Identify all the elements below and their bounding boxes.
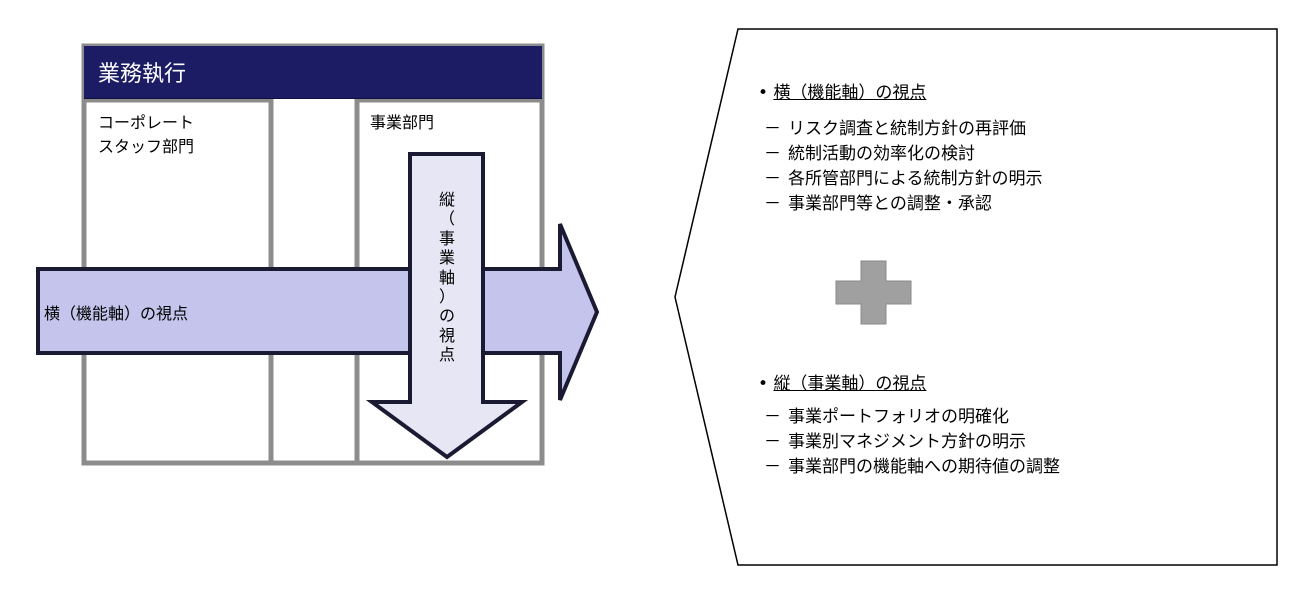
header-bar [84, 46, 542, 99]
vertical-label-char: 業 [438, 248, 455, 268]
corporate-staff-label: コーポレート スタッフ部門 [98, 111, 194, 159]
list-item-text: リスク調査と統制方針の再評価 [788, 119, 1026, 139]
vertical-arrow-label: 縦 （ 事 業 軸 ） の 視 点 [435, 190, 459, 365]
section-list-vertical: － 事業ポートフォリオの明確化 － 事業別マネジメント方針の明示 － 事業部門の機能軸… [764, 405, 1060, 480]
corporate-staff-label-line2: スタッフ部門 [98, 137, 195, 156]
vertical-label-char: 事 [438, 228, 455, 248]
list-item: － 事業別マネジメント方針の明示 [764, 430, 1060, 455]
horizontal-arrow [36, 223, 600, 401]
list-item-text: 事業ポートフォリオの明確化 [788, 407, 1009, 427]
dash: － [764, 432, 781, 452]
list-item-text: 事業部門等との調整・承認 [788, 194, 992, 214]
section-title-horizontal: • 横（機能軸）の視点 [758, 78, 926, 103]
vertical-label-char: 視 [438, 325, 455, 345]
section-list-horizontal: － リスク調査と統制方針の再評価 － 統制活動の効率化の検討 － 各所管部門による統制… [764, 117, 1043, 217]
corporate-staff-label-line1: コーポレート [98, 113, 195, 132]
dash: － [764, 169, 781, 189]
vertical-label-char: 縦 [438, 190, 455, 209]
list-item: － 各所管部門による統制方針の明示 [764, 167, 1043, 192]
plus-icon [835, 260, 912, 325]
header-title: 業務執行 [98, 62, 187, 87]
vertical-label-char: （ [438, 209, 455, 229]
list-item: － 事業部門の機能軸への期待値の調整 [764, 455, 1060, 480]
dash: － [764, 119, 781, 139]
left-diagram-graphics [36, 43, 600, 466]
vertical-label-char: 軸 [438, 267, 455, 287]
list-item-text: 事業別マネジメント方針の明示 [788, 432, 1026, 452]
dash: － [764, 457, 781, 477]
list-item-text: 統制活動の効率化の検討 [788, 144, 975, 164]
vertical-arrow [365, 152, 529, 460]
callout-shape [674, 28, 1278, 566]
business-department-label: 事業部門 [370, 113, 435, 132]
dash: － [764, 144, 781, 164]
list-item-text: 事業部門の機能軸への期待値の調整 [788, 457, 1060, 477]
list-item-text: 各所管部門による統制方針の明示 [788, 169, 1043, 189]
dash: － [764, 194, 781, 214]
section-title-vertical-text: 縦（事業軸）の視点 [773, 374, 927, 394]
bullet: • [758, 83, 769, 103]
bullet: • [758, 374, 769, 394]
section-title-vertical: • 縦（事業軸）の視点 [758, 369, 926, 394]
right-callout-graphics [674, 28, 1278, 566]
horizontal-arrow-label: 横（機能軸）の視点 [44, 304, 189, 323]
vertical-label-char: の [438, 306, 455, 326]
section-title-horizontal-text: 横（機能軸）の視点 [773, 83, 927, 103]
list-item: － 事業ポートフォリオの明確化 [764, 405, 1060, 430]
dash: － [764, 407, 781, 427]
list-item: － 事業部門等との調整・承認 [764, 192, 1043, 217]
list-item: － 統制活動の効率化の検討 [764, 142, 1043, 167]
vertical-label-char: 点 [438, 345, 455, 365]
vertical-label-char: ） [438, 287, 455, 307]
list-item: － リスク調査と統制方針の再評価 [764, 117, 1043, 142]
